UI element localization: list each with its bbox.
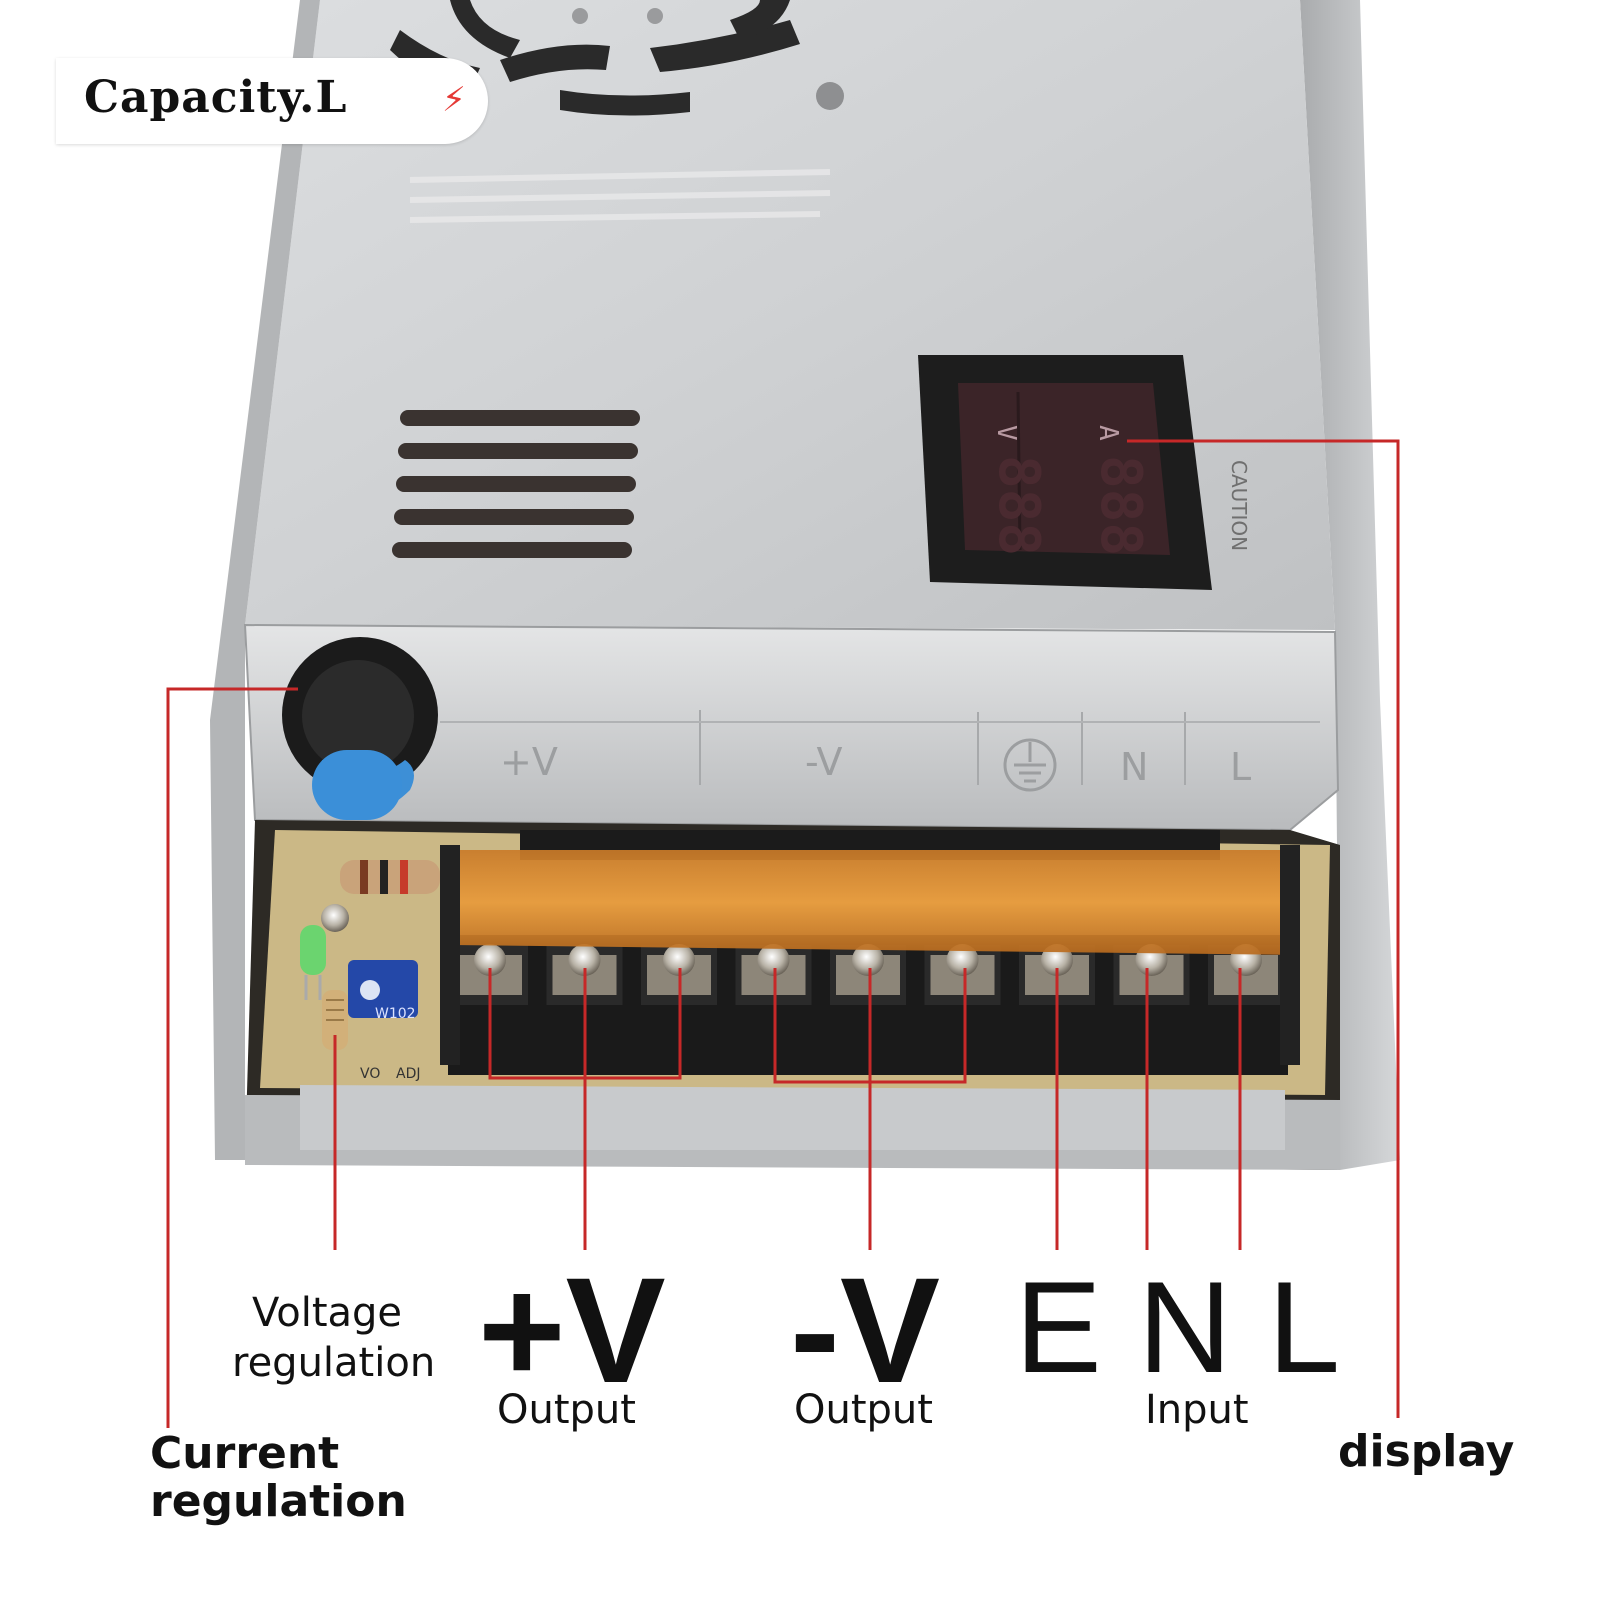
ground-symbol-icon (1003, 738, 1057, 792)
pcb-vo-label: VO (360, 1066, 380, 1082)
bolt-icon: ⚡ (442, 80, 466, 120)
vent-slots (392, 410, 640, 558)
terminal-end-cap (440, 845, 460, 1065)
case-right-side (1300, 0, 1400, 1170)
current-regulation-leader (166, 687, 298, 1428)
display-module (918, 355, 1212, 590)
pcb-screw (321, 904, 349, 932)
terminal-screw (852, 944, 884, 976)
resistor (340, 860, 440, 894)
display-volt-letter: V (991, 425, 1021, 441)
green-led (300, 925, 326, 1000)
minus-v-label: -V (790, 1246, 940, 1414)
fan-center-dot (572, 8, 588, 24)
pot-marking: W102 (375, 1006, 416, 1022)
display-volt-digits: 888 (986, 455, 1051, 556)
terminal-cover (452, 850, 1300, 955)
panel-label-n: N (1120, 745, 1148, 789)
voltage-regulation-label: Voltage regulation (232, 1290, 436, 1386)
logo-text: Capacity.L (84, 72, 348, 123)
pcb-adj-label: ADJ (396, 1066, 421, 1082)
plus-v-label: +V (478, 1246, 666, 1414)
terminal-screw (474, 944, 506, 976)
panel-label-plus-v: +V (500, 740, 558, 784)
display-leader (1127, 439, 1400, 1418)
terminal-screw (568, 944, 601, 976)
panel-label-minus-v: -V (805, 740, 842, 784)
embossed-label (409, 169, 831, 223)
trim-potentiometer (348, 960, 418, 1018)
current-regulation-label: Current regulation (150, 1428, 407, 1528)
fan-center-dot (647, 8, 663, 24)
case-left-side (210, 0, 320, 1160)
terminal-screws (452, 944, 1284, 1005)
terminal-screw (757, 944, 790, 976)
enl-label: E N L (1015, 1254, 1341, 1400)
terminal-screw (663, 944, 695, 976)
current-knob (282, 637, 438, 820)
annotation-lines (166, 439, 1400, 1428)
front-face-plate (243, 623, 1340, 832)
case-screw (816, 82, 844, 110)
display-amp-digits: 888 (1088, 455, 1153, 556)
terminal-end-cap (1280, 845, 1300, 1065)
enl-input-label: Input (1145, 1387, 1249, 1433)
caution-label: CAUTION (1227, 460, 1251, 551)
case-bottom-lip (300, 1085, 1285, 1150)
minus-v-output-label: Output (794, 1387, 933, 1433)
terminal-screw (946, 944, 979, 976)
voltage-adjust-screw (322, 990, 348, 1050)
display-amp-letter: A (1093, 425, 1123, 441)
display-label: display (1338, 1426, 1515, 1477)
panel-label-l: L (1230, 745, 1251, 789)
plus-v-output-label: Output (497, 1387, 636, 1433)
brand-logo: Capacity.L ⚡ (56, 58, 488, 144)
